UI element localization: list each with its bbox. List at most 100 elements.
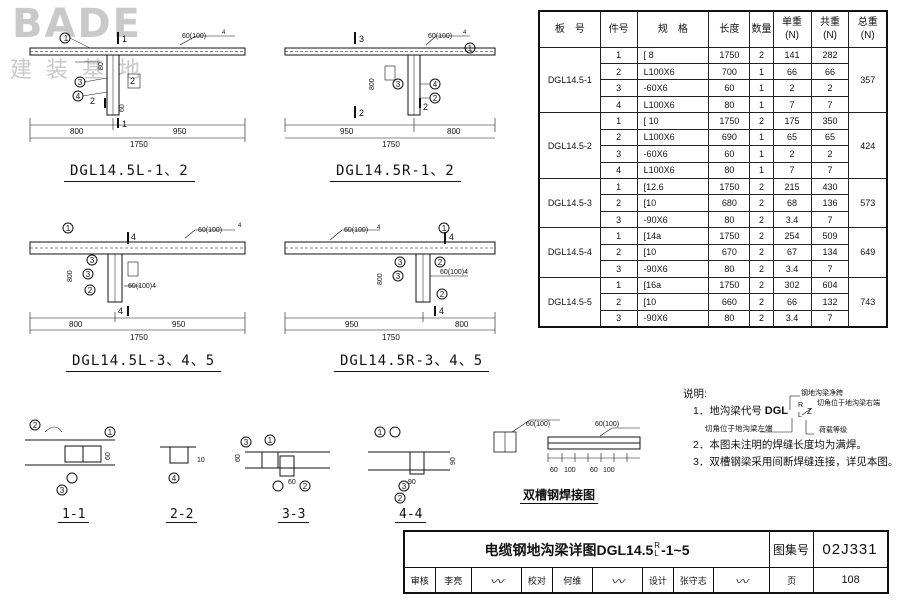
dim-950: 950 <box>345 320 359 329</box>
dim-1750: 1750 <box>130 140 148 149</box>
marker-2-label: 2 <box>33 421 38 430</box>
table-cell: [10 <box>636 293 710 311</box>
note-1-sub-l: L <box>798 412 802 419</box>
table-cell: 60 <box>708 79 751 97</box>
dim-800: 800 <box>447 127 461 136</box>
section-mark: 4 <box>118 306 123 316</box>
table-cell: 2 <box>599 62 638 81</box>
marker-3-label: 3 <box>398 258 403 267</box>
marker-3-label: 3 <box>78 78 83 87</box>
dim-950: 950 <box>173 127 187 136</box>
table-cell: 7 <box>810 260 850 278</box>
checker-signature: 〰 <box>593 568 644 592</box>
view-dgl-l-3-4-5 <box>29 222 246 334</box>
dim-60: 60 <box>119 104 126 112</box>
page-number: 108 <box>841 574 860 586</box>
table-cell: 2 <box>772 145 812 163</box>
table-cell: 60 <box>708 145 751 163</box>
total-weight: 649 <box>848 227 888 278</box>
dim-800: 800 <box>455 320 469 329</box>
table-cell: 175 <box>772 112 812 130</box>
dim-60: 60 <box>288 479 296 486</box>
table-header: 单重 (N) <box>772 10 812 48</box>
table-cell: 1750 <box>708 177 751 196</box>
table-cell: 7 <box>810 95 850 114</box>
table-cell: 1 <box>749 161 774 180</box>
marker-1-label: 1 <box>468 44 473 53</box>
section-mark: 2 <box>90 96 95 106</box>
table-cell: -90X6 <box>636 260 710 278</box>
drawing-title-main: 电缆钢地沟梁详图DGL14.5 <box>484 541 654 558</box>
view-dgl-l-1-2 <box>29 32 246 142</box>
plate-number: DGL14.5-5 <box>538 276 601 328</box>
table-cell: -60X6 <box>636 79 710 97</box>
table-cell: 2 <box>749 194 774 212</box>
table-cell: 2 <box>599 128 638 147</box>
section-mark: 4 <box>131 232 136 242</box>
table-cell: 1750 <box>708 46 751 64</box>
atlas-label: 图集号 <box>769 532 814 568</box>
table-cell: 604 <box>810 276 850 295</box>
marker-1-label: 1 <box>442 224 447 233</box>
table-cell: 80 <box>708 210 751 229</box>
table-header: 件号 <box>599 10 638 48</box>
checker-name: 何维 <box>553 568 593 592</box>
weld-sup: 4 <box>463 30 467 36</box>
drawing-title-sup: R <box>654 540 661 550</box>
weld-note: 60(100) <box>428 33 452 40</box>
marker-1-label: 1 <box>64 34 69 43</box>
section-4-4-label: 4-4 <box>395 507 427 523</box>
section-mark: 1 <box>122 34 127 44</box>
marker-4-label: 4 <box>172 474 177 483</box>
component-table: 板 号 件号 规 格 长度 数量 单重 (N) 共重 (N) 总重 (N) DG… <box>538 10 888 328</box>
table-cell: 2 <box>749 309 774 328</box>
table-cell: 282 <box>810 46 850 64</box>
table-cell: 2 <box>772 79 812 97</box>
weld-note: 60(100) <box>182 33 206 40</box>
table-cell: 65 <box>810 128 850 147</box>
weld-note: 60(100)4 <box>128 283 156 290</box>
page-label: 页 <box>770 568 815 592</box>
marker-3-label: 3 <box>402 482 407 491</box>
table-cell: 254 <box>772 227 812 245</box>
table-cell: 2 <box>810 79 850 97</box>
table-cell: 136 <box>810 194 850 212</box>
marker-3-label: 3 <box>396 272 401 281</box>
table-cell: 68 <box>772 194 812 212</box>
dim-1750: 1750 <box>382 333 400 342</box>
table-cell: 3 <box>599 145 638 163</box>
table-cell: 1 <box>749 128 774 147</box>
total-weight: 357 <box>848 46 888 114</box>
table-cell: 2 <box>749 276 774 295</box>
table-cell: 3 <box>599 260 638 278</box>
marker-3-label: 3 <box>244 438 249 447</box>
table-cell: 2 <box>749 260 774 278</box>
table-cell: 4 <box>599 161 638 180</box>
table-cell: 1 <box>749 62 774 81</box>
table-cell: 660 <box>708 293 751 311</box>
note-3: 3．双槽钢梁采用间断焊缝连接，详见本图。 <box>693 456 899 468</box>
dim-800: 800 <box>70 127 84 136</box>
marker-4-label: 4 <box>433 80 438 89</box>
dim-950: 950 <box>340 127 354 136</box>
total-weight: 573 <box>848 177 888 229</box>
total-weight: 743 <box>848 276 888 328</box>
table-cell: 3 <box>599 210 638 229</box>
weld-sup: 4 <box>238 223 242 229</box>
table-cell: 132 <box>810 293 850 311</box>
dim-1750: 1750 <box>130 333 148 342</box>
section-mark: 1 <box>122 119 127 129</box>
table-cell: 2 <box>599 243 638 262</box>
table-header: 共重 (N) <box>810 10 850 48</box>
table-cell: 670 <box>708 243 751 262</box>
plate-number: DGL14.5-1 <box>538 46 601 114</box>
section-mark: 3 <box>359 34 364 44</box>
marker-2-label: 2 <box>440 290 445 299</box>
